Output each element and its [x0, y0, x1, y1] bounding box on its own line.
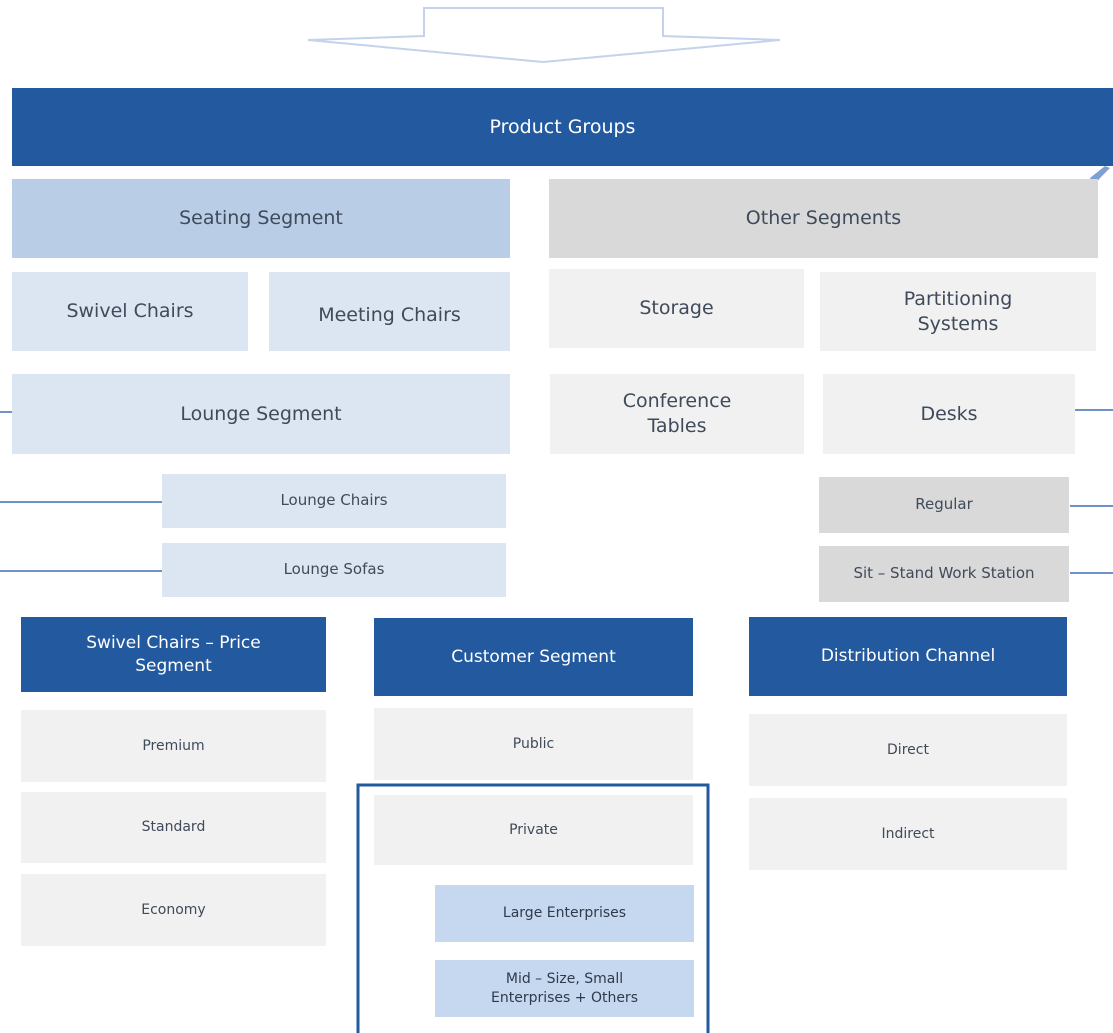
price-segment-header: Swivel Chairs – Price Segment: [21, 617, 326, 692]
product-groups-header: Product Groups: [12, 88, 1113, 166]
customer-mid-small: Mid – Size, Small Enterprises + Others: [435, 960, 694, 1017]
customer-segment-header: Customer Segment: [374, 618, 693, 696]
desks-sit-stand: Sit – Stand Work Station: [819, 546, 1069, 602]
swivel-chairs: Swivel Chairs: [12, 272, 248, 351]
price-economy: Economy: [21, 874, 326, 946]
private-frame: [356, 783, 710, 1033]
meeting-chairs: Meeting Chairs: [269, 272, 510, 351]
price-premium: Premium: [21, 710, 326, 782]
distribution-channel-header: Distribution Channel: [749, 617, 1067, 696]
lounge-chairs: Lounge Chairs: [162, 474, 506, 528]
desks: Desks: [823, 374, 1075, 454]
customer-large-enterprises: Large Enterprises: [435, 885, 694, 942]
lounge-segment: Lounge Segment: [12, 374, 510, 454]
customer-private: Private: [374, 795, 693, 865]
customer-public: Public: [374, 708, 693, 780]
seating-segment: Seating Segment: [12, 179, 510, 258]
partitioning-systems: Partitioning Systems: [820, 272, 1096, 351]
other-segments: Other Segments: [549, 179, 1098, 258]
channel-direct: Direct: [749, 714, 1067, 786]
price-standard: Standard: [21, 792, 326, 863]
channel-indirect: Indirect: [749, 798, 1067, 870]
desks-regular: Regular: [819, 477, 1069, 533]
conference-tables: Conference Tables: [550, 374, 804, 454]
lounge-sofas: Lounge Sofas: [162, 543, 506, 597]
storage: Storage: [549, 269, 804, 348]
down-arrow-icon: [307, 7, 781, 64]
